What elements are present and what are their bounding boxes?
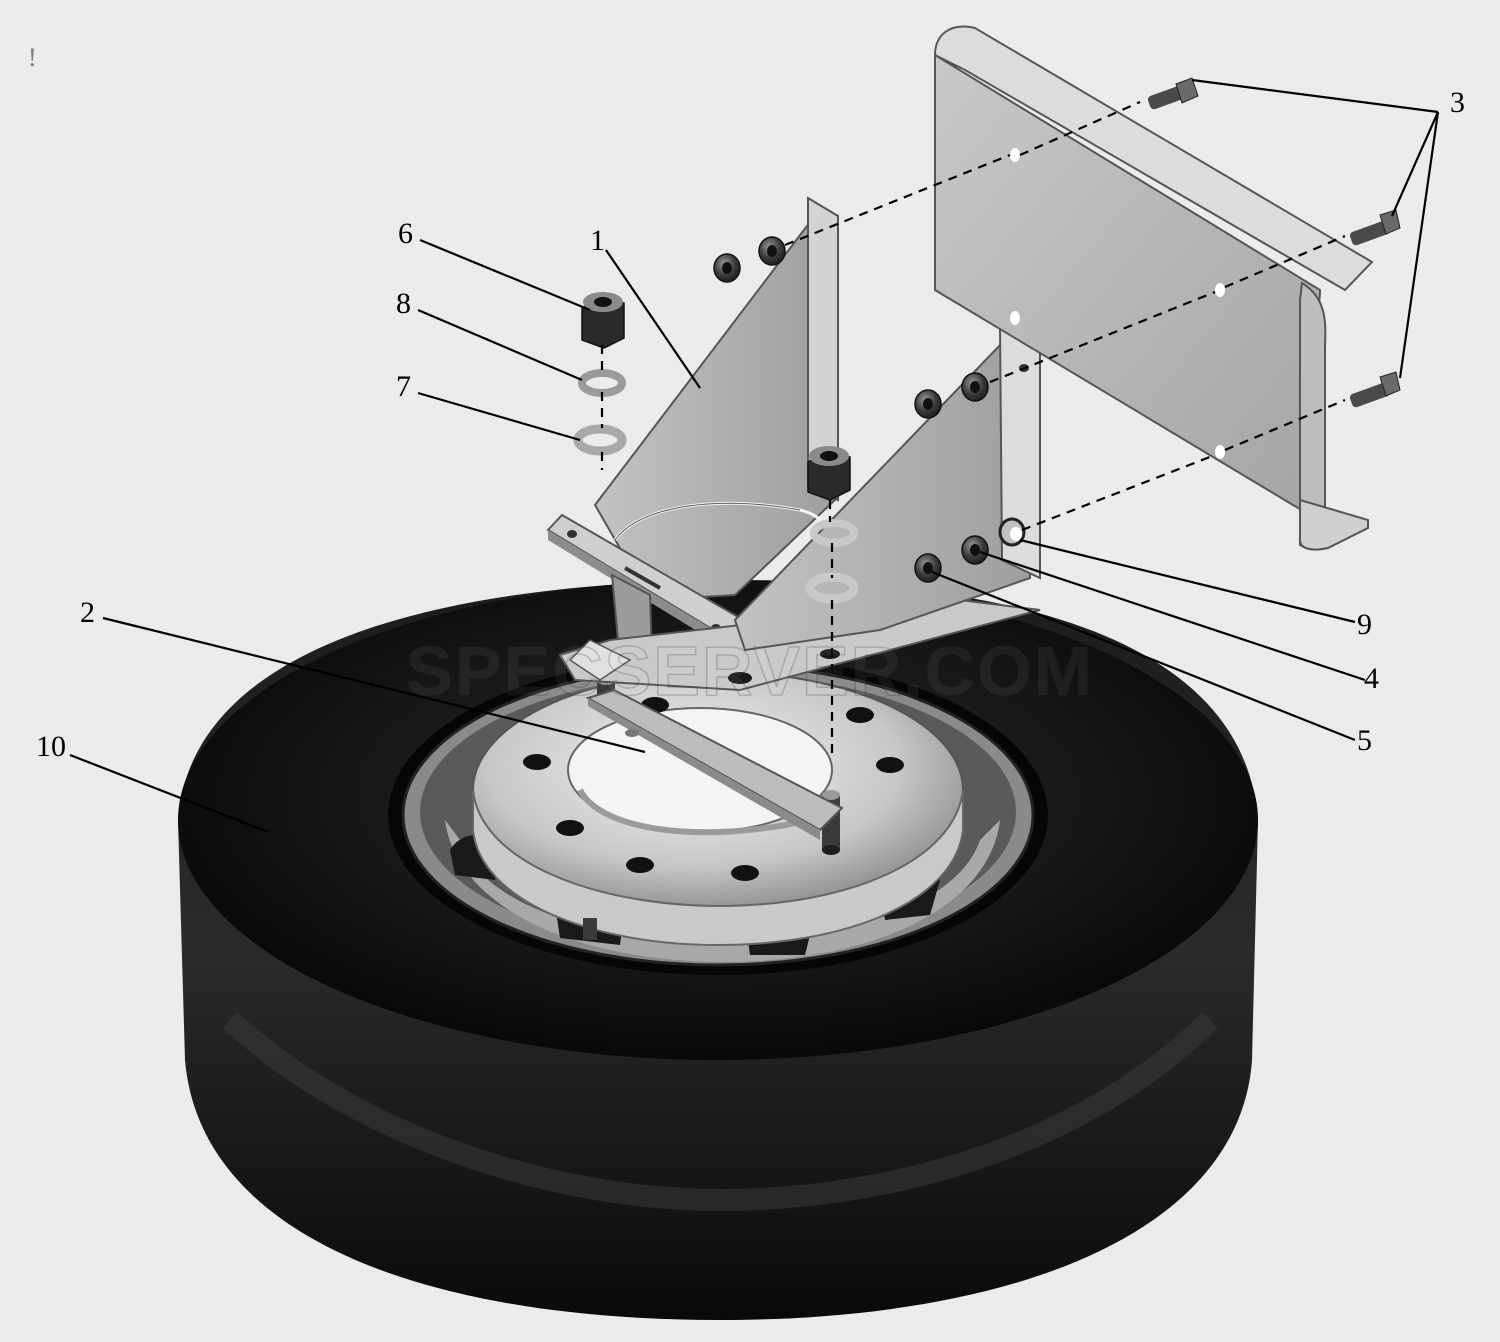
leader-3a [1191, 78, 1439, 114]
nut-6 [581, 292, 625, 349]
callout-4: 4 [1364, 662, 1379, 695]
callout-1: 1 [590, 224, 605, 257]
leader-3b [1390, 111, 1440, 217]
bolts-3 [1147, 77, 1401, 408]
leader-5 [931, 570, 1356, 742]
leader-1 [605, 249, 701, 389]
leader-6 [419, 238, 591, 312]
bolt-top [1147, 77, 1199, 110]
frame-channel [933, 25, 1374, 551]
callout-6: 6 [398, 217, 413, 250]
watermark: SPECSERVER.COM [406, 632, 1094, 710]
nuts-washers-frame [713, 236, 989, 583]
callout-7: 7 [396, 370, 411, 403]
clamp-plate [585, 688, 844, 840]
assembly-centerlines [600, 100, 1346, 760]
leader-4 [979, 550, 1366, 682]
callout-9: 9 [1357, 608, 1372, 641]
leader-2 [102, 616, 646, 754]
callout-2: 2 [80, 596, 95, 629]
leader-9 [1019, 538, 1356, 624]
nut-6-lower [807, 446, 851, 501]
leader-8 [417, 308, 583, 382]
leader-7 [417, 391, 581, 442]
callout-5: 5 [1357, 724, 1372, 757]
wheel-rim [401, 663, 1035, 967]
bolt-middle [1349, 209, 1401, 246]
tire-tread-highlight [222, 1011, 1218, 1212]
callout-10: 10 [36, 730, 66, 763]
leader-lines [69, 78, 1440, 834]
corner-mark: ! [28, 43, 37, 72]
callout-3: 3 [1450, 86, 1465, 119]
left-bracket [546, 196, 1041, 692]
callout-8: 8 [396, 287, 411, 320]
bolt-bottom [1349, 371, 1401, 408]
callout-labels: 1 2 3 4 5 6 7 8 9 10 [36, 86, 1465, 763]
leader-10 [69, 753, 269, 834]
leader-3c [1398, 111, 1440, 379]
rim-bolt-holes [523, 697, 904, 881]
right-bracket [733, 324, 1041, 652]
